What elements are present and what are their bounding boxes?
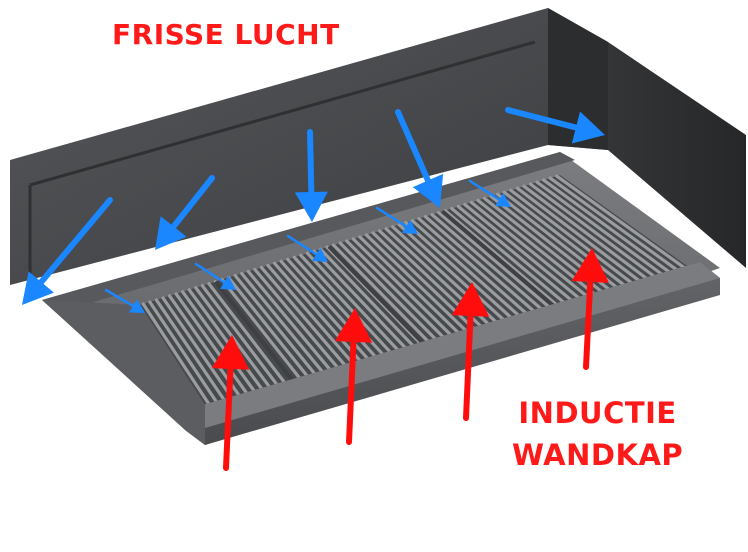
- filter-slat: [410, 219, 522, 318]
- filter-slat: [240, 271, 325, 374]
- filter-slat: [338, 241, 438, 342]
- filter-panel-divider: [327, 245, 425, 345]
- exhaust-arrow-icon-head: [571, 248, 609, 283]
- filter-slat: [555, 174, 688, 271]
- filter-slat: [397, 223, 506, 323]
- filter-slat: [443, 208, 559, 308]
- fresh-air-inlet-arrow-icon-head: [129, 299, 145, 313]
- filter-slat: [515, 186, 643, 284]
- fresh-air-arrow-icon-head: [294, 191, 328, 222]
- fresh-air-inlet-arrow-icon-shaft: [104, 288, 137, 309]
- filter-slat: [528, 182, 658, 280]
- filter-slat: [417, 217, 529, 316]
- filter-slat: [299, 253, 393, 355]
- filter-slat: [253, 267, 340, 370]
- fresh-air-arrow-icon-head: [571, 111, 605, 144]
- exhaust-arrow-icon-shaft: [346, 332, 357, 445]
- filter-slat: [207, 282, 287, 385]
- filter-slat: [246, 269, 332, 372]
- fresh-air-inlet-arrow-icon-head: [220, 275, 236, 290]
- fresh-air-arrow-icon-shaft: [166, 175, 215, 235]
- exhaust-arrow-icon-shaft: [223, 359, 234, 471]
- induction-hood-label: INDUCTIE WANDKAP: [512, 392, 683, 476]
- filter-slat: [181, 290, 256, 393]
- filter-slat: [469, 200, 590, 299]
- filter-slat: [463, 202, 582, 301]
- filter-slat: [148, 300, 218, 404]
- hood-frame-line: [29, 40, 536, 187]
- filter-slat: [331, 243, 431, 344]
- filter-panel-divider: [214, 280, 294, 382]
- filter-slat: [345, 239, 446, 340]
- filter-slat: [141, 302, 211, 406]
- filter-slat: [541, 178, 673, 275]
- filter-slat: [312, 249, 408, 350]
- filter-slat: [187, 288, 264, 391]
- fresh-air-arrow-icon-shaft: [395, 109, 434, 190]
- exhaust-arrow-icon-shaft: [463, 306, 474, 421]
- filter-slat: [305, 251, 400, 353]
- fresh-air-arrow-icon-shaft: [34, 197, 113, 290]
- filter-slat: [174, 292, 249, 395]
- fresh-air-inlet-arrow-icon-shaft: [375, 206, 410, 230]
- filter-slat: [318, 247, 415, 348]
- filter-slat: [154, 298, 226, 402]
- filter-slat: [351, 237, 453, 338]
- fresh-air-inlet-arrow-icon-head: [402, 219, 418, 234]
- hood-rear-lip: [42, 152, 575, 312]
- filter-slat: [456, 204, 575, 303]
- exhaust-arrow-icon-head: [451, 282, 490, 317]
- fresh-air-inlet-arrow-icon-head: [495, 192, 511, 207]
- filter-slat: [535, 180, 666, 278]
- filter-slat: [364, 233, 469, 333]
- filter-slat: [272, 261, 362, 363]
- hood-right-face: [548, 8, 608, 150]
- filter-slat: [259, 265, 347, 367]
- filter-slat: [358, 235, 461, 335]
- fresh-air-arrow-icon-head: [22, 271, 54, 305]
- filter-slat: [522, 184, 650, 282]
- filter-slat: [502, 190, 628, 288]
- filter-slat: [161, 296, 234, 400]
- induction-hood-label-line1: INDUCTIE: [518, 396, 677, 430]
- fresh-air-arrows: [22, 107, 605, 313]
- fresh-air-arrow-icon-shaft: [307, 129, 315, 202]
- fresh-air-arrow-icon-head: [412, 173, 444, 208]
- exhaust-arrow-icon-head: [211, 335, 250, 370]
- filter-slat: [220, 278, 302, 380]
- filter-slat: [233, 273, 317, 376]
- filter-slat: [266, 263, 355, 365]
- filter-slat: [548, 176, 681, 273]
- filter-panel-divider: [441, 209, 556, 308]
- filter-slat: [423, 215, 537, 314]
- fresh-air-arrow-icon-head: [155, 216, 187, 250]
- filter-slat: [450, 206, 567, 305]
- hood-left-edge: [42, 300, 205, 445]
- induction-hood-label-line2: WANDKAP: [512, 438, 684, 472]
- filter-slat: [404, 221, 514, 320]
- fresh-air-inlet-arrow-icon-shaft: [194, 262, 228, 286]
- grease-filter-slats: [141, 174, 688, 406]
- exhaust-arrow-icon-shaft: [583, 272, 594, 370]
- filter-slat: [226, 275, 309, 378]
- fresh-air-inlet-arrow-icon-shaft: [286, 234, 320, 258]
- fresh-air-arrow-icon-shaft: [505, 107, 585, 133]
- filter-slat: [509, 188, 635, 286]
- exhaust-arrows: [211, 248, 609, 471]
- filter-slat: [200, 284, 279, 387]
- exhaust-arrow-icon-head: [334, 308, 373, 343]
- filter-slat: [436, 210, 552, 310]
- fresh-air-label: FRISSE LUCHT: [112, 18, 340, 51]
- filter-slat: [430, 213, 544, 312]
- fresh-air-inlet-arrow-icon-shaft: [468, 179, 503, 203]
- fresh-air-inlet-arrow-icon-head: [312, 247, 328, 262]
